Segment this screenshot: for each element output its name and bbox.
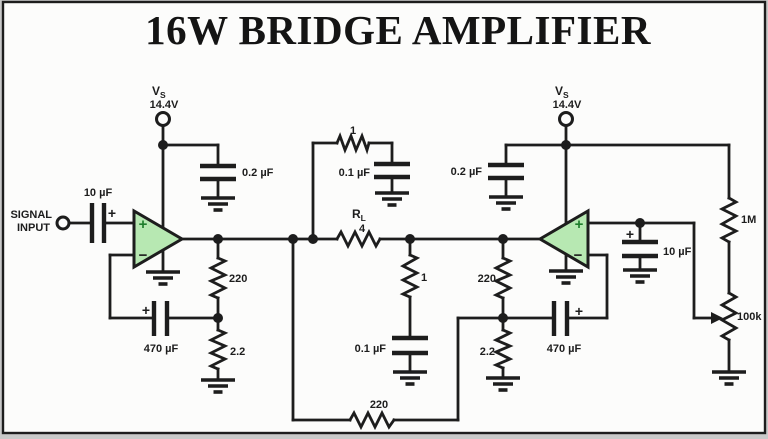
label-r-bias: 1M (741, 214, 756, 226)
junction-dot (498, 313, 508, 323)
capacitor-feedback-left (151, 301, 170, 336)
resistor-bridge-220 (348, 409, 396, 431)
resistor-fb-bottom-right (492, 328, 514, 370)
opamp-right (537, 208, 590, 270)
label-c-zobel-top: 0.1 µF (339, 167, 371, 179)
label-c-fb-right: 470 µF (547, 343, 582, 355)
potentiometer-wiper-arrow (711, 312, 723, 324)
supply-terminal-left (155, 111, 171, 127)
label-pot-balance: 100k (737, 311, 762, 323)
capacitor-bypass-left (200, 163, 236, 182)
label-r-zobel-bottom: 1 (421, 272, 427, 284)
signal-input-label-line2: INPUT (17, 222, 50, 234)
capacitor-bypass-right (488, 162, 524, 181)
opamp-right-minus-sign: − (574, 247, 583, 264)
opamp-left-plus-sign: + (139, 216, 148, 233)
label-r-load-value: 4 (359, 223, 366, 235)
label-vs-left-voltage: 14.4V (150, 99, 179, 111)
junction-dot (308, 234, 318, 244)
junction-dot (158, 140, 168, 150)
label-c-bypass-right: 0.2 µF (451, 166, 483, 178)
junction-dot (498, 234, 508, 244)
resistor-load (335, 228, 382, 250)
resistor-bias-1m (718, 196, 740, 244)
label-r-load: RL (352, 207, 366, 223)
resistor-fb-top-left (207, 256, 229, 300)
resistor-fb-top-right (492, 256, 514, 300)
junction-dot (213, 313, 223, 323)
capacitor-zobel-bottom (392, 335, 428, 356)
junction-dot (288, 234, 298, 244)
polarity-c-fb-left: + (142, 302, 150, 318)
resistor-zobel-top (335, 132, 371, 155)
label-r-fb-bottom-right: 2.2 (480, 346, 495, 358)
capacitor-input (89, 203, 107, 243)
signal-input-label-line1: SIGNAL (10, 209, 52, 221)
opamp-right-plus-sign: + (575, 216, 584, 233)
polarity-c-input: + (108, 205, 116, 221)
label-r-fb-top-left: 220 (229, 273, 247, 285)
opamp-left (132, 208, 185, 270)
label-vs-right-voltage: 14.4V (553, 99, 582, 111)
polarity-c-fb-right: + (575, 303, 583, 319)
label-vs-right: VS (555, 84, 569, 100)
label-c-fb-left: 470 µF (144, 343, 179, 355)
junction-dots (158, 140, 645, 323)
capacitor-zobel-top (374, 161, 410, 180)
potentiometer-100k (719, 291, 739, 342)
label-r-bridge: 220 (370, 399, 388, 411)
label-r-fb-bottom-left: 2.2 (230, 346, 245, 358)
opamp-left-minus-sign: − (139, 247, 148, 264)
label-c-input: 10 µF (84, 187, 113, 199)
junction-dot (561, 140, 571, 150)
supply-terminal-right (558, 111, 574, 127)
polarity-c-bias: + (626, 226, 634, 242)
resistor-zobel-bottom (399, 253, 421, 299)
junction-dot (405, 234, 415, 244)
resistor-fb-bottom-left (207, 328, 229, 371)
label-r-zobel-top: 1 (350, 125, 356, 137)
junction-dot (635, 218, 645, 228)
label-c-zobel-bottom: 0.1 µF (355, 343, 387, 355)
capacitor-feedback-right (551, 301, 570, 336)
junction-dot (213, 234, 223, 244)
capacitor-bias (622, 239, 658, 259)
label-r-fb-top-right: 220 (478, 273, 496, 285)
label-c-bias: 10 µF (663, 246, 692, 258)
label-vs-left: VS (152, 84, 166, 100)
label-c-bypass-left: 0.2 µF (242, 167, 274, 179)
signal-input-terminal (55, 215, 71, 231)
page-title: 16W BRIDGE AMPLIFIER (145, 7, 651, 53)
